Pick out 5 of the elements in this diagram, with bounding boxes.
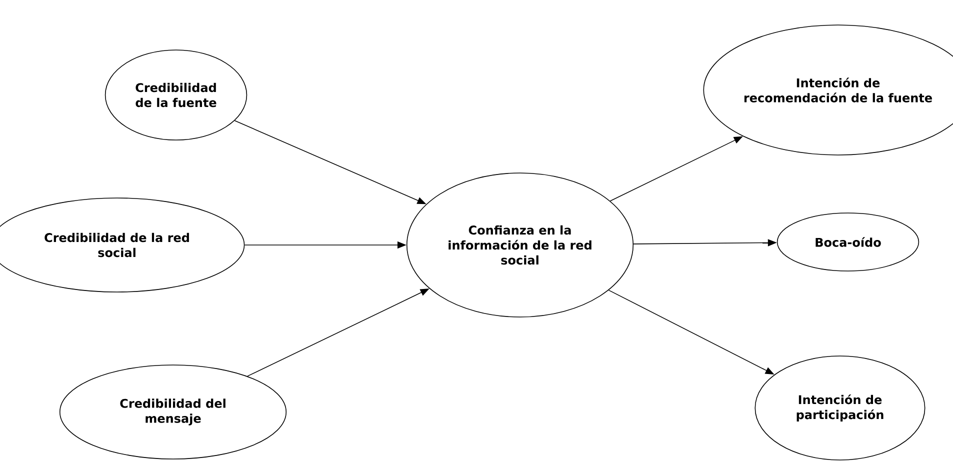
ellipse-node: Credibilidad del mensaje: [59, 364, 287, 460]
ellipse-node: Intención de participación: [754, 356, 926, 460]
ellipse-node: Boca-oído: [776, 212, 920, 272]
ellipse-node: Confianza en la información de la red social: [406, 172, 634, 318]
ellipse-node: Credibilidad de la fuente: [104, 50, 248, 140]
